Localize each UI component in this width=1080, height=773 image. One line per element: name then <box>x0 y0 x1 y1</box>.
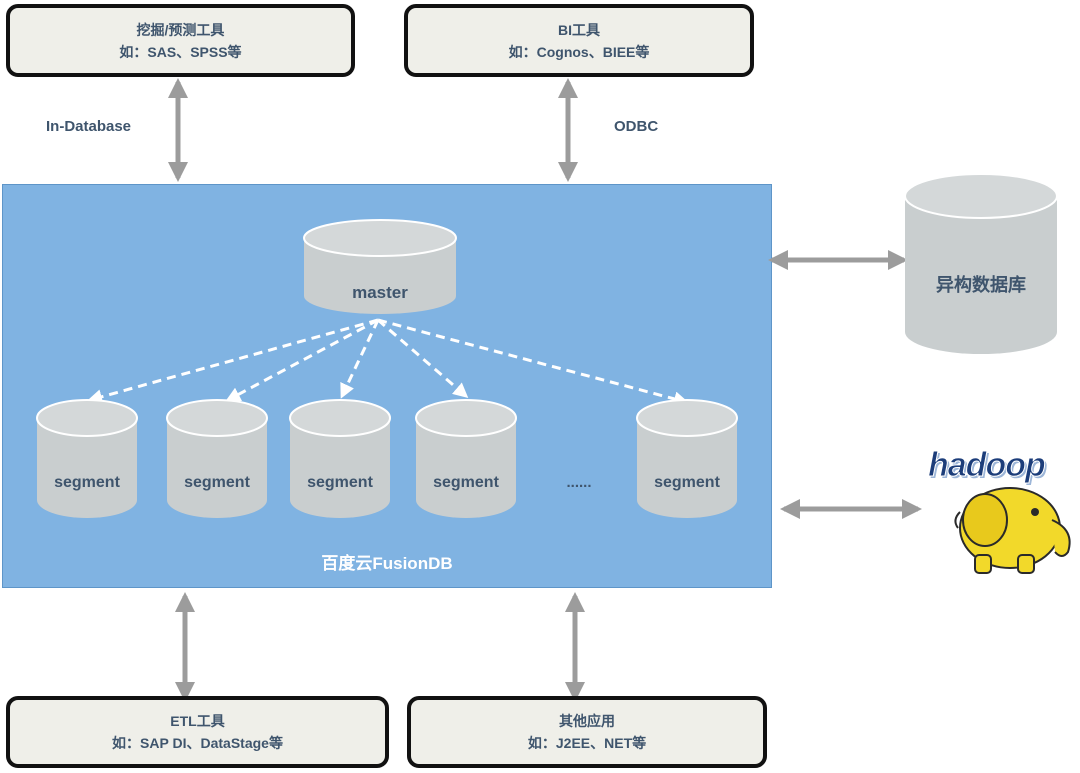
segment-cylinder-4: segment <box>415 399 517 518</box>
etl-tools-subtitle: 如：SAP DI、DataStage等 <box>112 735 283 751</box>
segment-label-5: segment <box>654 474 720 491</box>
master-segment-4-arrow <box>377 318 469 398</box>
segment-cylinder-3: segment <box>289 399 391 518</box>
segment-label-2: segment <box>184 474 250 491</box>
etl-tools-title: ETL工具 <box>170 713 225 729</box>
hadoop-logo-text: hadoop <box>928 446 1047 485</box>
other-apps-box: 其他应用 如：J2EE、NET等 <box>407 696 767 768</box>
master-segment-1-arrow <box>87 318 379 405</box>
in-database-label: In-Database <box>46 118 132 135</box>
master-label: master <box>352 283 408 302</box>
fusiondb-title: 百度云FusionDB <box>321 554 453 573</box>
segment-cylinder-2: segment <box>166 399 268 518</box>
segment-cylinder-5: segment <box>636 399 738 518</box>
bi-tools-subtitle: 如：Cognos、BIEE等 <box>508 43 650 60</box>
master-cylinder: master <box>303 219 457 314</box>
mining-tools-box: 挖掘/预测工具 如：SAS、SPSS等 <box>6 4 355 77</box>
mining-tools-title: 挖掘/预测工具 <box>136 21 225 38</box>
etl-tools-box: ETL工具 如：SAP DI、DataStage等 <box>6 696 389 768</box>
heterogeneous-db-cylinder: 异构数据库 <box>904 173 1058 354</box>
odbc-label: ODBC <box>614 118 659 135</box>
mining-tools-subtitle: 如：SAS、SPSS等 <box>119 43 242 60</box>
other-apps-subtitle: 如：J2EE、NET等 <box>527 735 647 751</box>
segment-cylinder-1: segment <box>36 399 138 518</box>
bi-tools-box: BI工具 如：Cognos、BIEE等 <box>404 4 754 77</box>
other-apps-title: 其他应用 <box>559 713 615 729</box>
master-segment-5-arrow <box>377 318 689 407</box>
segment-ellipsis: ...... <box>566 474 591 491</box>
segment-label-1: segment <box>54 474 120 491</box>
segment-label-4: segment <box>433 474 499 491</box>
master-segment-2-arrow <box>225 318 379 402</box>
master-segment-3-arrow <box>340 319 380 399</box>
hadoop-elephant-icon <box>954 487 1071 574</box>
segment-label-3: segment <box>307 474 373 491</box>
heterogeneous-db-label: 异构数据库 <box>936 274 1026 295</box>
bi-tools-title: BI工具 <box>558 21 600 38</box>
